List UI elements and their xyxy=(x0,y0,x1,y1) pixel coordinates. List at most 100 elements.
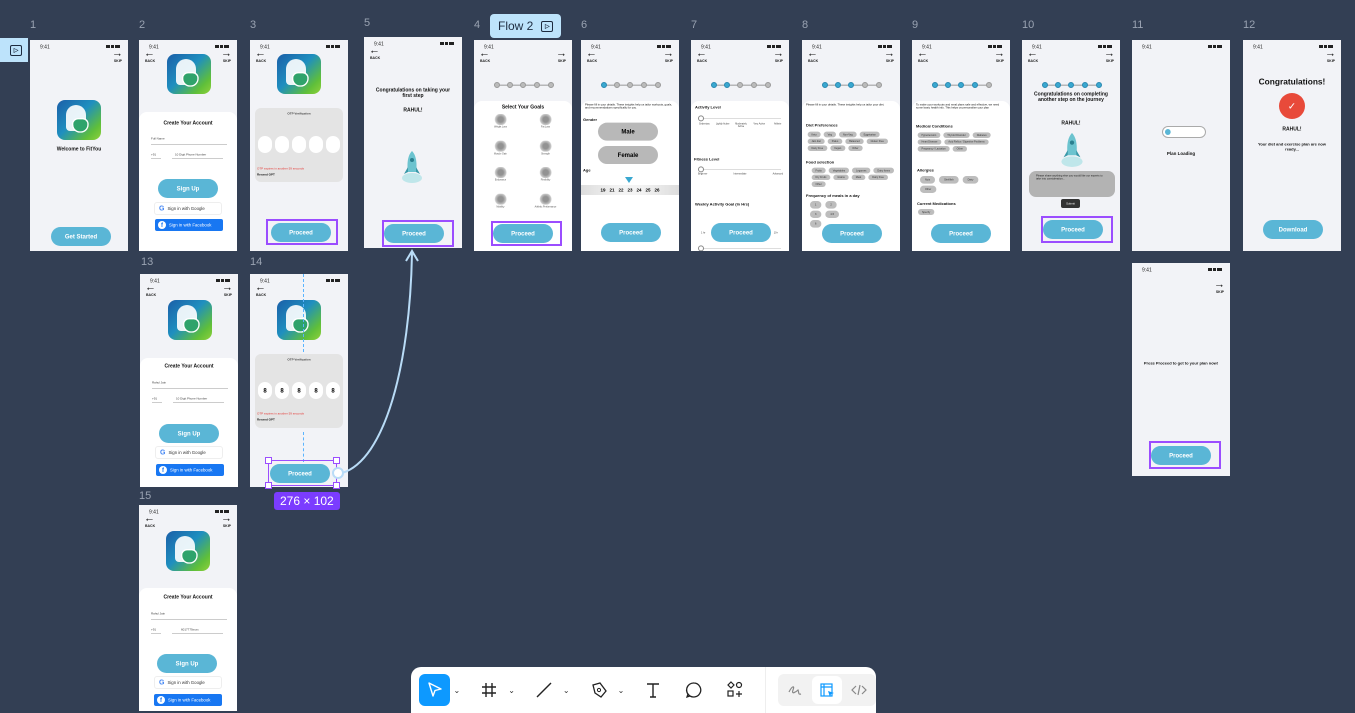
diet-chip[interactable]: Dairy Free xyxy=(807,145,828,151)
resize-handle[interactable] xyxy=(333,457,340,464)
allergy-chip[interactable]: Shellfish xyxy=(939,175,959,184)
frame-congrats-journey[interactable]: 9:41 ← BACK → SKIP Congratulations on co… xyxy=(1022,40,1120,251)
phone-input[interactable]: 10 Digit Phone Number xyxy=(176,397,208,401)
allergy-chip[interactable]: Dairy xyxy=(962,175,979,184)
frame-label[interactable]: 13 xyxy=(141,256,154,268)
dev-mode-button[interactable] xyxy=(844,676,874,704)
meal-frequency-chip[interactable]: 2 xyxy=(825,200,837,209)
back-arrow-icon[interactable]: ← xyxy=(807,46,818,59)
back-arrow-icon[interactable]: ← xyxy=(369,43,380,56)
diet-chip[interactable]: Balanced xyxy=(845,138,864,144)
proceed-button[interactable]: Proceed xyxy=(271,222,331,242)
proceed-button[interactable]: Proceed xyxy=(384,223,444,243)
goal-option[interactable]: Muscle Gain xyxy=(478,140,523,162)
frame-label[interactable]: 1 xyxy=(30,19,37,31)
frame-press-proceed[interactable]: 9:41 → SKIP Press Proceed to get to your… xyxy=(1132,263,1230,476)
flow-1-badge[interactable]: ▷ xyxy=(0,38,28,62)
food-chip[interactable]: Meat xyxy=(851,174,866,180)
age-option[interactable]: 22 xyxy=(618,187,624,193)
age-option[interactable]: 24 xyxy=(636,187,642,193)
back-arrow-icon[interactable]: ← xyxy=(255,46,266,59)
age-option[interactable]: 21 xyxy=(609,187,615,193)
medical-condition-chip[interactable]: Diabetes xyxy=(972,132,991,138)
proceed-button[interactable]: Proceed xyxy=(493,223,553,243)
otp-digit-box[interactable]: 8 xyxy=(258,382,272,399)
back-arrow-icon[interactable]: ← xyxy=(255,280,266,293)
frame-label[interactable]: 9 xyxy=(912,19,919,31)
otp-digit-box[interactable] xyxy=(258,136,272,153)
sign-up-button[interactable]: Sign Up xyxy=(157,654,217,673)
chevron-down-icon[interactable]: ⌄ xyxy=(453,685,461,695)
move-tool-button[interactable] xyxy=(419,674,451,706)
frame-diet[interactable]: 9:41 ← BACK → SKIP Please fill in your d… xyxy=(802,40,900,251)
skip-arrow-icon[interactable]: → xyxy=(884,46,895,59)
skip-arrow-icon[interactable]: → xyxy=(1325,46,1336,59)
meal-frequency-chip[interactable]: 6 xyxy=(810,219,822,228)
otp-digit-box[interactable]: 8 xyxy=(292,382,306,399)
age-option[interactable]: 19 xyxy=(600,187,606,193)
frame-label[interactable]: 3 xyxy=(250,19,257,31)
back-arrow-icon[interactable]: ← xyxy=(145,280,156,293)
notes-textarea[interactable]: Please share anything else you would lik… xyxy=(1029,170,1115,197)
diet-chip[interactable]: Non-Veg xyxy=(838,131,857,138)
frame-label[interactable]: 5 xyxy=(364,17,371,29)
phone-input[interactable]: 10 Digit Phone Number xyxy=(175,153,207,157)
food-chip[interactable]: Legumes xyxy=(852,167,871,174)
design-mode-button[interactable] xyxy=(812,676,842,704)
diet-chip[interactable]: Other xyxy=(848,145,863,151)
draw-mode-button[interactable] xyxy=(780,676,810,704)
selection-box[interactable] xyxy=(268,460,337,486)
diet-chip[interactable]: Keto xyxy=(807,131,821,138)
frame-label[interactable]: 11 xyxy=(1132,19,1144,31)
weekly-goal-slider[interactable] xyxy=(698,245,781,251)
resend-otp-link[interactable]: Resend OPT xyxy=(257,172,275,177)
frame-label[interactable]: 2 xyxy=(139,19,146,31)
back-arrow-icon[interactable]: ← xyxy=(917,46,928,59)
otp-digit-box[interactable] xyxy=(326,136,340,153)
diet-chip[interactable]: Jain diet xyxy=(807,138,825,144)
otp-digit-box[interactable]: 8 xyxy=(309,382,323,399)
age-option[interactable]: 26 xyxy=(654,187,660,193)
skip-arrow-icon[interactable]: → xyxy=(221,46,232,59)
food-chip[interactable]: Other xyxy=(811,181,826,187)
frame-create-account-filled[interactable]: 9:41 ← BACK → SKIP Create Your Account R… xyxy=(140,274,238,487)
diet-chip[interactable]: Veg xyxy=(823,131,836,138)
frame-label[interactable]: 6 xyxy=(581,19,588,31)
medication-chip[interactable]: Specify xyxy=(918,208,935,215)
frame-label[interactable]: 8 xyxy=(802,19,809,31)
comment-tool-button[interactable] xyxy=(679,674,710,706)
proceed-button[interactable]: Proceed xyxy=(822,223,882,243)
age-option[interactable]: 23 xyxy=(627,187,633,193)
flow-2-badge[interactable]: Flow 2▷ xyxy=(490,14,562,38)
diet-chip[interactable]: Gluten Free xyxy=(866,138,888,144)
phone-input[interactable]: 6017779xxxx xyxy=(181,628,199,632)
otp-digit-box[interactable] xyxy=(275,136,289,153)
frame-label[interactable]: 14 xyxy=(250,256,263,268)
frame-label[interactable]: 15 xyxy=(139,490,152,502)
skip-arrow-icon[interactable]: → xyxy=(221,511,232,524)
medical-condition-chip[interactable]: Acid Reflux / Digestive Problems xyxy=(944,139,989,145)
proceed-button[interactable]: Proceed xyxy=(711,222,771,242)
pen-tool-button[interactable] xyxy=(583,674,614,706)
medical-condition-chip[interactable]: Hypertension xyxy=(917,132,941,138)
full-name-input[interactable]: Full Name xyxy=(151,137,165,141)
proceed-button[interactable]: Proceed xyxy=(931,223,991,243)
resize-handle[interactable] xyxy=(333,482,340,489)
line-tool-button[interactable] xyxy=(528,674,559,706)
frame-label[interactable]: 10 xyxy=(1022,19,1035,31)
skip-arrow-icon[interactable]: → xyxy=(1104,46,1115,59)
food-chip[interactable]: Dairy Free xyxy=(868,174,888,180)
frame-otp-filled[interactable]: 9:41 ← BACK OTP Verification 8 8 8 8 8 O… xyxy=(250,274,348,487)
prototype-connection[interactable] xyxy=(332,249,432,481)
skip-arrow-icon[interactable]: → xyxy=(111,46,123,59)
back-arrow-icon[interactable]: ← xyxy=(144,511,155,524)
otp-digit-box[interactable]: 8 xyxy=(275,382,289,399)
food-chip[interactable]: Dry Fruits xyxy=(811,174,831,180)
meal-frequency-chip[interactable]: 3 xyxy=(810,210,822,218)
proceed-button[interactable]: Proceed xyxy=(601,222,661,242)
